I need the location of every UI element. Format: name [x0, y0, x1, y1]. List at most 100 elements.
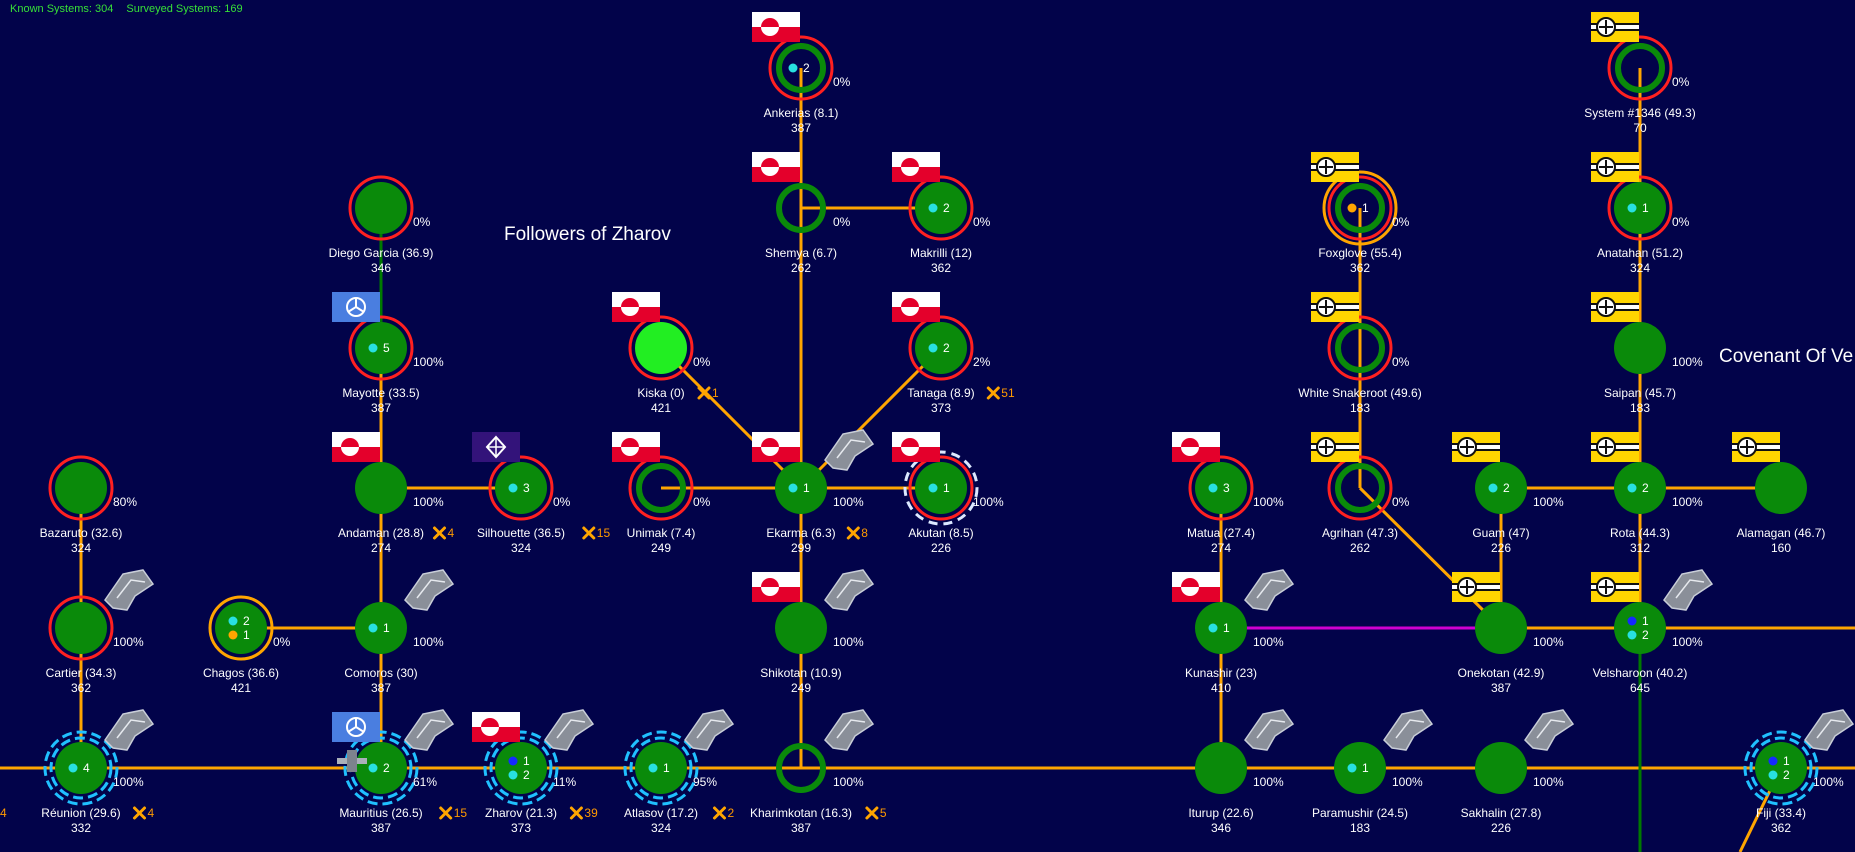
system-ankerias[interactable]: 20%Ankerias (8.1)387: [752, 12, 851, 135]
system-value: 373: [931, 401, 951, 415]
system-planet: [55, 602, 107, 654]
system-progress-percent: 100%: [833, 635, 864, 649]
hyperlane-tanaga-ekarma: [799, 346, 943, 490]
population-count: 2: [1503, 481, 1510, 495]
system-cartier[interactable]: 100%Cartier (34.3)362: [46, 569, 155, 695]
fleet-icon: [1663, 569, 1714, 611]
population-count: 2: [943, 201, 950, 215]
system-dashed-ring-inner: [49, 736, 113, 800]
faction-flag-yellow: [1591, 12, 1639, 42]
fleet-hull: [1524, 709, 1575, 751]
system-name: Paramushir (24.5): [1312, 806, 1408, 820]
system-whitesnake[interactable]: 0%White Snakeroot (49.6)183: [1298, 292, 1422, 415]
fleet-count-cross-icon: [713, 806, 726, 820]
system-progress-percent: 100%: [973, 495, 1004, 509]
fleet-detail: [1675, 579, 1705, 599]
system-foxglove[interactable]: 10%Foxglove (55.4)362: [1311, 152, 1410, 275]
faction-flag-purple: [472, 432, 520, 462]
station-core: [347, 750, 357, 772]
flag-disc-bottom: [621, 447, 639, 456]
flag-emblem-cross: [1319, 300, 1333, 314]
system-system1346[interactable]: 0%System #1346 (49.3)70: [1584, 12, 1696, 135]
system-value: 362: [1771, 821, 1791, 835]
faction-label-zharov: Followers of Zharov: [504, 224, 671, 245]
system-alamagan[interactable]: Alamagan (46.7)160: [1732, 432, 1825, 555]
system-progress-percent: 0%: [693, 355, 711, 369]
system-value: 346: [371, 261, 391, 275]
flag-emblem-mark: [347, 298, 365, 313]
flag-disc-bottom: [761, 167, 779, 176]
system-agrihan[interactable]: 0%Agrihan (47.3)262: [1311, 432, 1410, 555]
fleet-count-cross-icon: [986, 386, 1000, 400]
system-anatahan[interactable]: 10%Anatahan (51.2)324: [1591, 152, 1690, 275]
system-unsettled-ring: [776, 183, 826, 233]
system-value: 274: [1211, 541, 1231, 555]
population-dot: [1768, 770, 1778, 780]
system-value: 373: [511, 821, 531, 835]
fleet-hull: [1804, 709, 1855, 751]
system-onekotan[interactable]: 100%Onekotan (42.9)387: [1452, 572, 1564, 695]
system-makrilli[interactable]: 20%Makrilli (12)362: [892, 152, 991, 275]
system-diego[interactable]: 0%Diego Garcia (36.9)346: [329, 175, 434, 275]
system-red-ring: [1188, 455, 1254, 521]
system-unsettled-ring: [776, 43, 826, 93]
system-bazaruto[interactable]: 80%Bazaruto (32.6)324: [40, 455, 138, 555]
population-dot: [788, 63, 798, 73]
system-shemya[interactable]: 0%Shemya (6.7)262: [752, 152, 851, 275]
fleet-icon: [1383, 709, 1434, 751]
system-progress-percent: 0%: [1392, 215, 1410, 229]
system-red-ring: [1327, 455, 1393, 521]
flag-emblem-cross: [1460, 580, 1474, 594]
system-unimak[interactable]: 0%Unimak (7.4)249: [612, 432, 711, 555]
system-value: 421: [231, 681, 251, 695]
population-dot: [1347, 203, 1357, 213]
fleet-icon: [1244, 709, 1295, 751]
faction-flag-yellow: [1591, 432, 1639, 462]
system-planet: [55, 742, 107, 794]
system-saipan[interactable]: 100%Saipan (45.7)183: [1591, 292, 1703, 415]
hyperlane-agrihan-onekotan: [1358, 486, 1503, 630]
system-progress-percent: 80%: [113, 495, 137, 509]
population-dot: [368, 343, 378, 353]
system-name: Bazaruto (32.6): [40, 526, 123, 540]
fleet-detail: [836, 719, 866, 739]
faction-flag-yellow: [1591, 152, 1639, 182]
population-dot: [1627, 630, 1637, 640]
system-shikotan[interactable]: 100%Shikotan (10.9)249: [752, 569, 875, 695]
system-red-ring: [908, 315, 974, 381]
system-name: Matua (27.4): [1187, 526, 1255, 540]
population-dot: [1347, 763, 1357, 773]
system-progress-percent: 0%: [833, 215, 851, 229]
system-name: Andaman (28.8): [338, 526, 424, 540]
system-progress-percent: 0%: [273, 635, 291, 649]
system-sakhalin[interactable]: 100%Sakhalin (27.8)226: [1461, 709, 1575, 835]
system-iturup[interactable]: 100%Iturup (22.6)346: [1188, 709, 1295, 835]
population-count: 1: [383, 621, 390, 635]
population-count: 3: [523, 481, 530, 495]
system-value: 362: [1350, 261, 1370, 275]
system-value: 249: [651, 541, 671, 555]
system-planet: [635, 742, 687, 794]
